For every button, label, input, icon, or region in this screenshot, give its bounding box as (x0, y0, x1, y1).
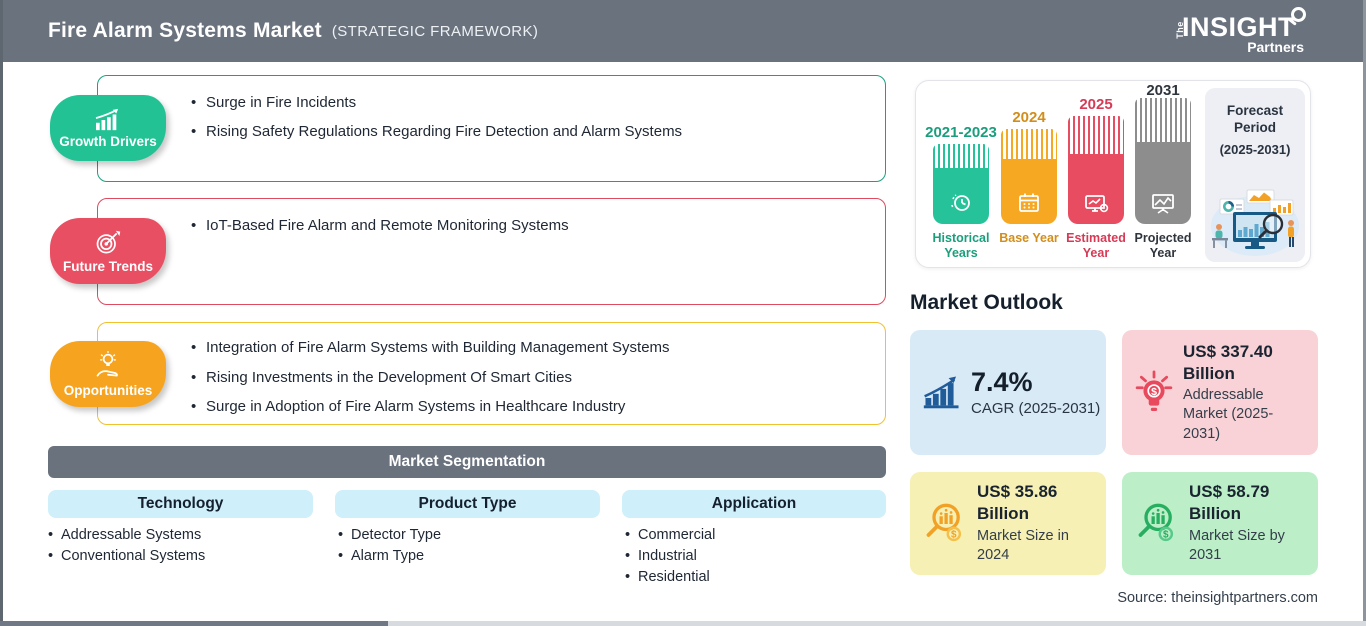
year-label: 2025 (1079, 96, 1113, 113)
list-item: Rising Investments in the Development Of… (191, 369, 861, 387)
forecast-timeline-card: 2021-2023 2024 2025 2031 (915, 80, 1311, 268)
magnifier-chart-icon-green: $ (1138, 503, 1174, 541)
monitor-gear-icon (1085, 195, 1109, 213)
target-icon (96, 230, 121, 253)
market-value: US$ 337.40 Billion (1183, 341, 1273, 383)
market-size-2031-card: $ US$ 58.79 Billion Market Size by 2031 (1122, 472, 1318, 575)
list-item: Surge in Adoption of Fire Alarm Systems … (191, 398, 861, 416)
logo-insight-text: INSIGHT (1182, 12, 1296, 42)
clock-icon (951, 194, 970, 211)
bar-caption: Estimated Year (1066, 231, 1126, 260)
estimated-year-bar (1068, 116, 1124, 224)
horizontal-scrollbar-track[interactable] (0, 621, 1366, 626)
growth-chart-icon (95, 108, 119, 130)
year-label: 2021-2023 (925, 124, 997, 141)
header-bar: Fire Alarm Systems Market (STRATEGIC FRA… (0, 0, 1366, 62)
list-item: Rising Safety Regulations Regarding Fire… (191, 123, 861, 141)
source-attribution: Source: theinsightpartners.com (1117, 590, 1318, 606)
list-item: Integration of Fire Alarm Systems with B… (191, 339, 861, 357)
market-segmentation-bar: Market Segmentation (48, 446, 886, 478)
forecast-title: Forecast Period (1226, 103, 1284, 135)
list-item: Industrial (625, 546, 715, 567)
segmentation-title: Market Segmentation (388, 453, 546, 470)
cagr-chart-icon (923, 375, 959, 408)
year-label: 2031 (1146, 82, 1180, 99)
bar-stripes (933, 144, 989, 168)
page-subtitle: (STRATEGIC FRAMEWORK) (331, 22, 539, 40)
historical-years-bar (933, 144, 989, 224)
segment-header-product-type: Product Type (335, 490, 600, 518)
cagr-card: 7.4% CAGR (2025-2031) (910, 330, 1106, 455)
product-type-list: Detector Type Alarm Type (338, 525, 441, 567)
badge-label: Opportunities (63, 382, 153, 398)
list-item: Residential (625, 567, 715, 588)
badge-label: Future Trends (62, 258, 153, 274)
column-title: Application (711, 495, 797, 512)
page-right-border (1363, 0, 1366, 626)
bar-stripes (1068, 116, 1124, 154)
application-list: Commercial Industrial Residential (625, 525, 715, 588)
market-size-2024-card: $ US$ 35.86 Billion Market Size in 2024 (910, 472, 1106, 575)
segment-header-application: Application (622, 490, 886, 518)
bar-caption: Projected Year (1134, 231, 1192, 260)
column-title: Product Type (418, 495, 517, 512)
magnifier-chart-icon-orange: $ (926, 503, 962, 541)
list-item: Surge in Fire Incidents (191, 94, 861, 112)
growth-drivers-box: Surge in Fire Incidents Rising Safety Re… (97, 75, 886, 182)
list-item: Alarm Type (338, 546, 441, 567)
horizontal-scrollbar-thumb[interactable] (0, 621, 388, 626)
market-value: US$ 35.86 Billion (977, 482, 1058, 524)
market-value: US$ 58.79 Billion (1189, 482, 1270, 524)
market-outlook-heading: Market Outlook (910, 291, 1063, 314)
list-item: Addressable Systems (48, 525, 205, 546)
cagr-label: CAGR (2025-2031) (971, 400, 1101, 418)
svg-text:$: $ (1163, 529, 1169, 540)
analytics-illustration (1211, 189, 1299, 256)
svg-text:$: $ (951, 529, 957, 540)
forecast-period-panel: Forecast Period (2025-2031) (1205, 88, 1305, 262)
bar-stripes (1001, 129, 1057, 159)
future-trends-box: IoT-Based Fire Alarm and Remote Monitori… (97, 198, 886, 305)
opportunities-list: Integration of Fire Alarm Systems with B… (98, 323, 885, 416)
market-label: Addressable Market (2025-2031) (1183, 386, 1274, 442)
cagr-value: 7.4% (971, 366, 1033, 397)
page-title: Fire Alarm Systems Market (48, 19, 322, 42)
opportunities-box: Integration of Fire Alarm Systems with B… (97, 322, 886, 425)
technology-list: Addressable Systems Conventional Systems (48, 525, 205, 567)
addressable-market-card: $ US$ 337.40 Billion Addressable Market … (1122, 330, 1318, 455)
base-year-bar (1001, 129, 1057, 224)
bar-solid (1068, 154, 1124, 224)
insight-partners-logo: The INSIGHT Partners (1172, 7, 1308, 56)
market-label: Market Size by 2031 (1189, 527, 1285, 564)
bar-caption: Base Year (999, 231, 1059, 245)
list-item: Commercial (625, 525, 715, 546)
dollar-bulb-icon: $ (1135, 370, 1173, 411)
page-left-border (0, 0, 3, 626)
forecast-range: (2025-2031) (1219, 141, 1291, 157)
future-trends-list: IoT-Based Fire Alarm and Remote Monitori… (98, 199, 885, 235)
calendar-icon (1019, 193, 1039, 212)
svg-text:$: $ (1151, 386, 1157, 398)
bulb-hand-icon (96, 350, 118, 377)
list-item: Conventional Systems (48, 546, 205, 567)
segment-header-technology: Technology (48, 490, 313, 518)
projector-screen-icon (1152, 194, 1174, 214)
growth-drivers-list: Surge in Fire Incidents Rising Safety Re… (98, 76, 885, 140)
market-label: Market Size in 2024 (977, 527, 1069, 564)
magnifier-icon (1291, 7, 1306, 22)
year-label: 2024 (1012, 109, 1046, 126)
badge-label: Growth Drivers (59, 133, 157, 149)
bar-solid (1001, 159, 1057, 224)
bar-stripes (1135, 98, 1191, 142)
bar-caption: Historical Years (932, 231, 990, 260)
column-title: Technology (137, 495, 224, 512)
logo-partners-text: Partners (1247, 39, 1304, 55)
projected-year-bar (1135, 98, 1191, 224)
list-item: Detector Type (338, 525, 441, 546)
growth-drivers-badge: Growth Drivers (50, 95, 166, 161)
future-trends-badge: Future Trends (50, 218, 166, 284)
list-item: IoT-Based Fire Alarm and Remote Monitori… (191, 217, 861, 235)
opportunities-badge: Opportunities (50, 341, 166, 407)
